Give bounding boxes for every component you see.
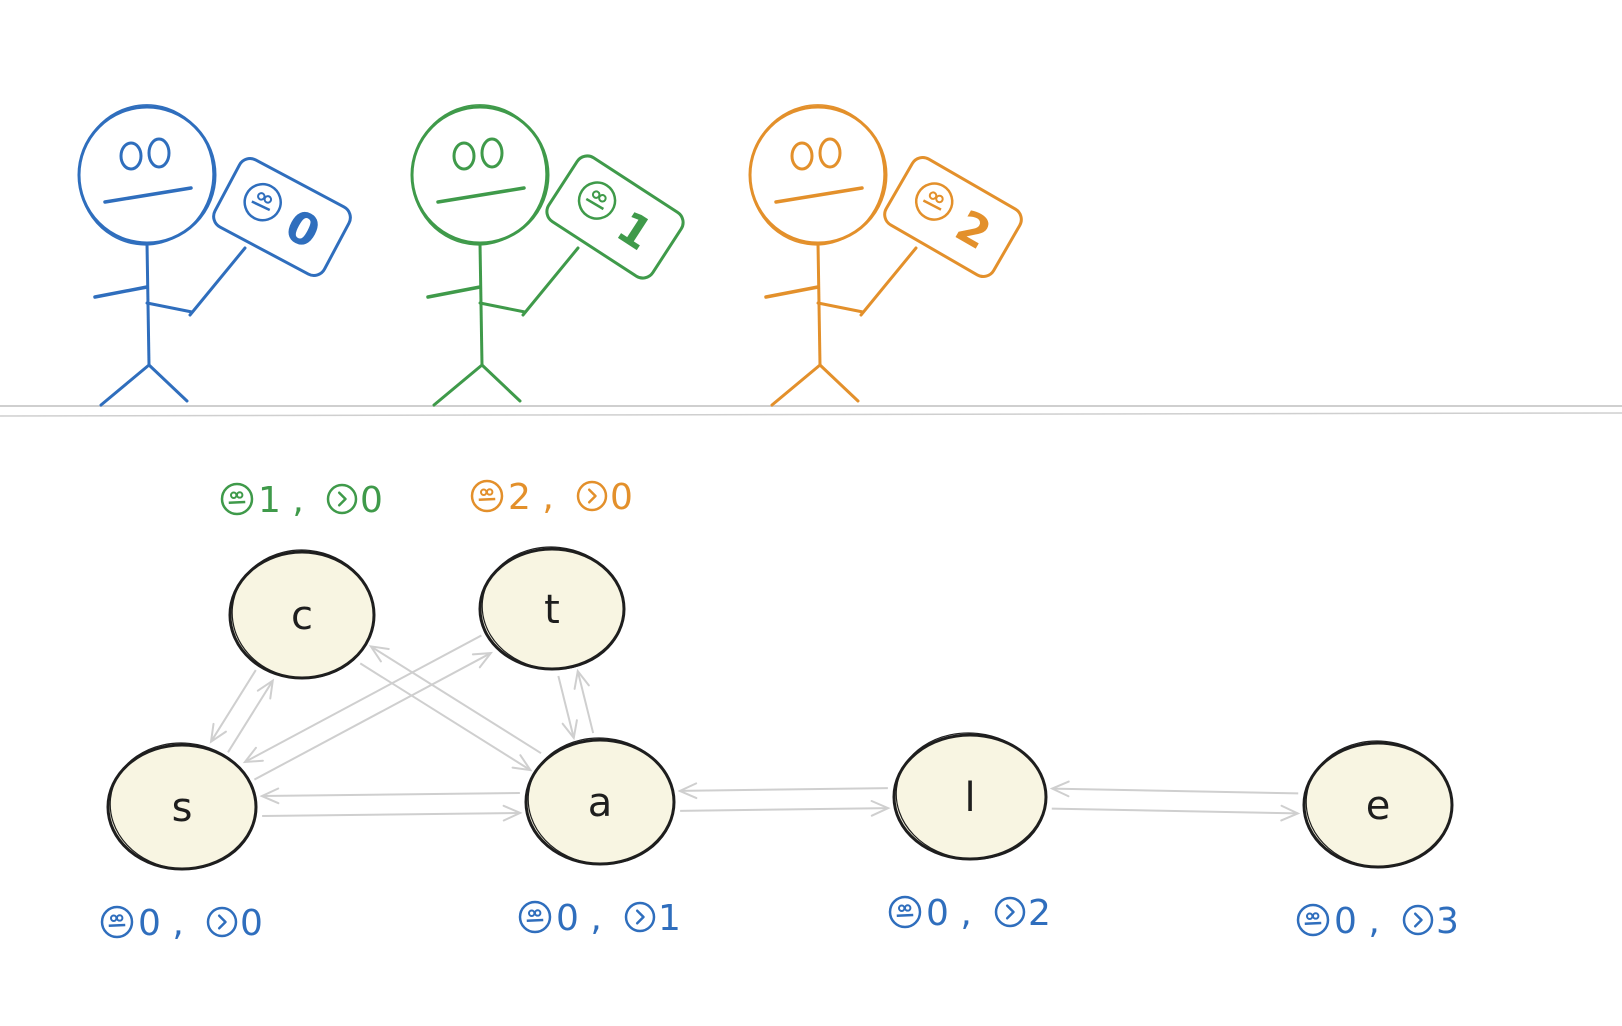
face-icon (914, 182, 954, 221)
node-letter: c (291, 593, 313, 639)
face-icon (100, 905, 134, 939)
label-first-value: 0 , (138, 903, 184, 944)
arm (478, 301, 527, 314)
face-icon (470, 479, 504, 513)
label-first-value: 0 , (1334, 901, 1380, 942)
label-second-value: 1 (658, 898, 681, 939)
eye (480, 137, 504, 169)
edge-e-to-l (1049, 780, 1299, 798)
eye (790, 141, 814, 171)
sign-stick (859, 246, 918, 317)
node-label-t: 2 , 0 (470, 477, 633, 518)
node-label-a: 0 , 1 (518, 898, 681, 939)
chevron-circle-icon (994, 896, 1026, 928)
stick-figure-0: 0 (77, 104, 352, 407)
face-icon (577, 181, 617, 220)
eye (452, 141, 476, 171)
edge-a-to-t (573, 668, 595, 734)
face-icon (518, 900, 552, 934)
label-second-value: 2 (1028, 893, 1051, 934)
edge-a-to-s (259, 787, 520, 805)
face-icon (1296, 903, 1330, 937)
label-first-value: 0 , (556, 898, 602, 939)
node-label-s: 0 , 0 (100, 903, 263, 944)
leg (99, 363, 151, 407)
edge-c-to-a (359, 662, 533, 772)
chevron-circle-icon (326, 483, 358, 515)
leg (432, 363, 484, 407)
sign-board: 1 (545, 154, 685, 280)
stick-figure-1: 1 (410, 104, 685, 407)
label-first-value: 1 , (258, 480, 304, 521)
node-label-e: 0 , 3 (1296, 901, 1459, 942)
chevron-circle-icon (624, 901, 656, 933)
edge-t-to-a (557, 675, 578, 741)
arm (426, 285, 482, 299)
mouth (436, 186, 526, 204)
face-icon (243, 182, 282, 222)
label-second-value: 0 (360, 480, 383, 521)
face-icon (888, 895, 922, 929)
sign-board: 0 (212, 157, 352, 277)
node-s: s (106, 742, 258, 871)
arm (145, 301, 194, 314)
label-first-value: 2 , (508, 477, 554, 518)
mouth (103, 186, 193, 204)
chevron-circle-icon (206, 906, 238, 938)
eye (119, 141, 143, 171)
sign-stick (521, 246, 580, 317)
edge-c-to-s (209, 669, 257, 744)
ground-line-secondary (0, 412, 1622, 417)
node-letter: s (172, 785, 193, 831)
eye (147, 137, 171, 169)
eye (818, 137, 842, 169)
arm (816, 301, 865, 314)
node-l: l (892, 732, 1048, 861)
sign-stick (188, 246, 247, 317)
edge-l-to-e (1051, 804, 1301, 822)
leg (818, 363, 860, 403)
edge-l-to-a (677, 782, 888, 800)
leg (147, 363, 189, 403)
node-letter: t (544, 587, 560, 633)
edge-a-to-l (680, 799, 891, 817)
node-label-c: 1 , 0 (220, 480, 383, 521)
node-letter: a (588, 780, 613, 826)
node-label-l: 0 , 2 (888, 893, 1051, 934)
leg (480, 363, 522, 403)
arm (764, 285, 820, 299)
arm (93, 285, 149, 299)
label-second-value: 0 (610, 477, 633, 518)
edge-s-to-t (253, 651, 494, 781)
node-letter: e (1366, 783, 1391, 829)
node-letter: l (964, 775, 975, 821)
edge-a-to-c (368, 645, 542, 755)
chevron-circle-icon (576, 480, 608, 512)
edge-s-to-a (262, 804, 523, 822)
label-second-value: 3 (1436, 901, 1459, 942)
node-t: t (478, 546, 626, 671)
node-a: a (524, 737, 676, 866)
node-e: e (1302, 740, 1454, 869)
face-icon (220, 482, 254, 516)
label-second-value: 0 (240, 903, 263, 944)
sign-board: 2 (883, 155, 1023, 279)
edge-s-to-c (227, 678, 275, 753)
leg (770, 363, 822, 407)
mouth (774, 186, 864, 204)
node-c: c (228, 549, 376, 680)
chevron-circle-icon (1402, 904, 1434, 936)
edge-t-to-s (242, 634, 482, 764)
stick-figure-2: 2 (748, 104, 1023, 407)
label-first-value: 0 , (926, 893, 972, 934)
